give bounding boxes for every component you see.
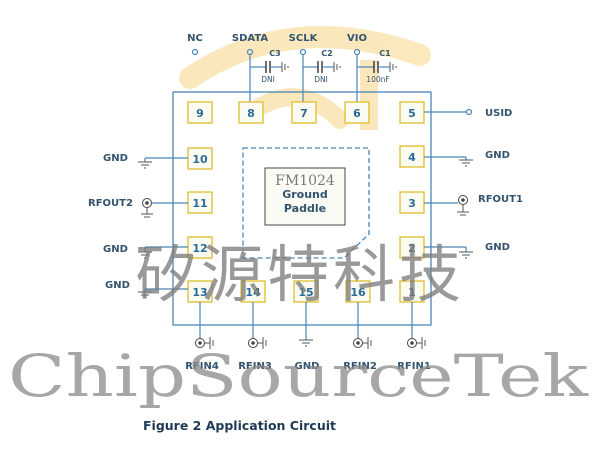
- rfout2-coax-icon: [141, 198, 153, 218]
- label-sclk: SCLK: [289, 33, 319, 44]
- rfin3-coax-icon: [248, 337, 267, 349]
- pin-10-number: 10: [192, 153, 208, 166]
- label-rfout2: RFOUT2: [88, 198, 133, 209]
- label-gnd-left-13: GND: [105, 280, 130, 291]
- label-rfout1: RFOUT1: [478, 194, 523, 205]
- pin-6-number: 6: [353, 107, 361, 120]
- usid-terminal: [465, 108, 473, 116]
- pin-5-number: 5: [408, 107, 416, 120]
- pin-6-pad: [344, 101, 370, 124]
- pin-9-number: 9: [196, 107, 204, 120]
- gnd-symbol-pin4: [459, 159, 473, 167]
- watermark-chinese: 矽源特科技: [135, 238, 465, 311]
- label-gnd-left-10: GND: [103, 153, 128, 164]
- gnd-symbol-pin2: [459, 251, 473, 259]
- pin-8-number: 8: [247, 107, 255, 120]
- rfin1-coax-icon: [407, 337, 426, 349]
- cap-c1-value: 100nF: [366, 75, 389, 84]
- pin-9-pad: [187, 101, 213, 124]
- label-gnd-right-4: GND: [485, 150, 510, 161]
- sdata-terminal: [246, 48, 254, 56]
- pin-2-number: 2: [408, 242, 416, 255]
- gnd-symbol-pin13: [138, 291, 152, 299]
- gnd-symbol-pin12: [138, 251, 152, 259]
- pin-4-number: 4: [408, 151, 416, 164]
- vio-terminal: [353, 48, 361, 56]
- pin-7-number: 7: [300, 107, 308, 120]
- pin-12-number: 12: [192, 242, 207, 255]
- label-gnd-bottom: GND: [295, 361, 320, 372]
- watermark-english: ChipSourceTek: [8, 342, 589, 410]
- rfin2-coax-icon: [353, 337, 372, 349]
- pin-16-number: 16: [350, 286, 366, 299]
- chip-name: FM1024: [275, 173, 335, 189]
- pin-8-pad: [238, 101, 264, 124]
- label-vio: VIO: [347, 33, 367, 44]
- nc-terminal: [191, 48, 199, 56]
- paddle-label-2: Paddle: [284, 202, 326, 215]
- pin-11-number: 11: [192, 197, 207, 210]
- cap-c2-ref: C2: [321, 49, 332, 58]
- pin-14-number: 14: [245, 286, 261, 299]
- rfin4-coax-icon: [195, 337, 214, 349]
- sclk-terminal: [299, 48, 307, 56]
- ground-paddle-outline: [242, 147, 370, 259]
- pin-13-number: 13: [192, 286, 207, 299]
- label-usid: USID: [485, 108, 512, 119]
- label-rfin3: RFIN3: [238, 361, 272, 372]
- pin-15-number: 15: [298, 286, 313, 299]
- package-outline: [172, 91, 432, 326]
- pin-3-number: 3: [408, 197, 416, 210]
- label-sdata: SDATA: [232, 33, 269, 44]
- label-rfin1: RFIN1: [397, 361, 431, 372]
- cap-c3-value: DNI: [261, 75, 275, 84]
- pin-1-number: 1: [408, 286, 416, 299]
- gnd-symbol-pin15: [299, 339, 313, 347]
- cap-c3-ref: C3: [269, 49, 280, 58]
- label-rfin2: RFIN2: [343, 361, 377, 372]
- rfout1-coax-icon: [457, 195, 469, 216]
- pin-7-pad: [291, 101, 317, 124]
- gnd-symbol-pin10: [138, 161, 152, 169]
- label-gnd-left-12: GND: [103, 244, 128, 255]
- figure-caption: Figure 2 Application Circuit: [143, 418, 336, 433]
- cap-c2-value: DNI: [314, 75, 328, 84]
- cap-c1-ref: C1: [379, 49, 391, 58]
- paddle-label-1: Ground: [282, 188, 328, 201]
- label-rfin4: RFIN4: [185, 361, 219, 372]
- chip-body: [264, 167, 346, 226]
- label-gnd-right-2: GND: [485, 242, 510, 253]
- label-nc: NC: [187, 33, 203, 44]
